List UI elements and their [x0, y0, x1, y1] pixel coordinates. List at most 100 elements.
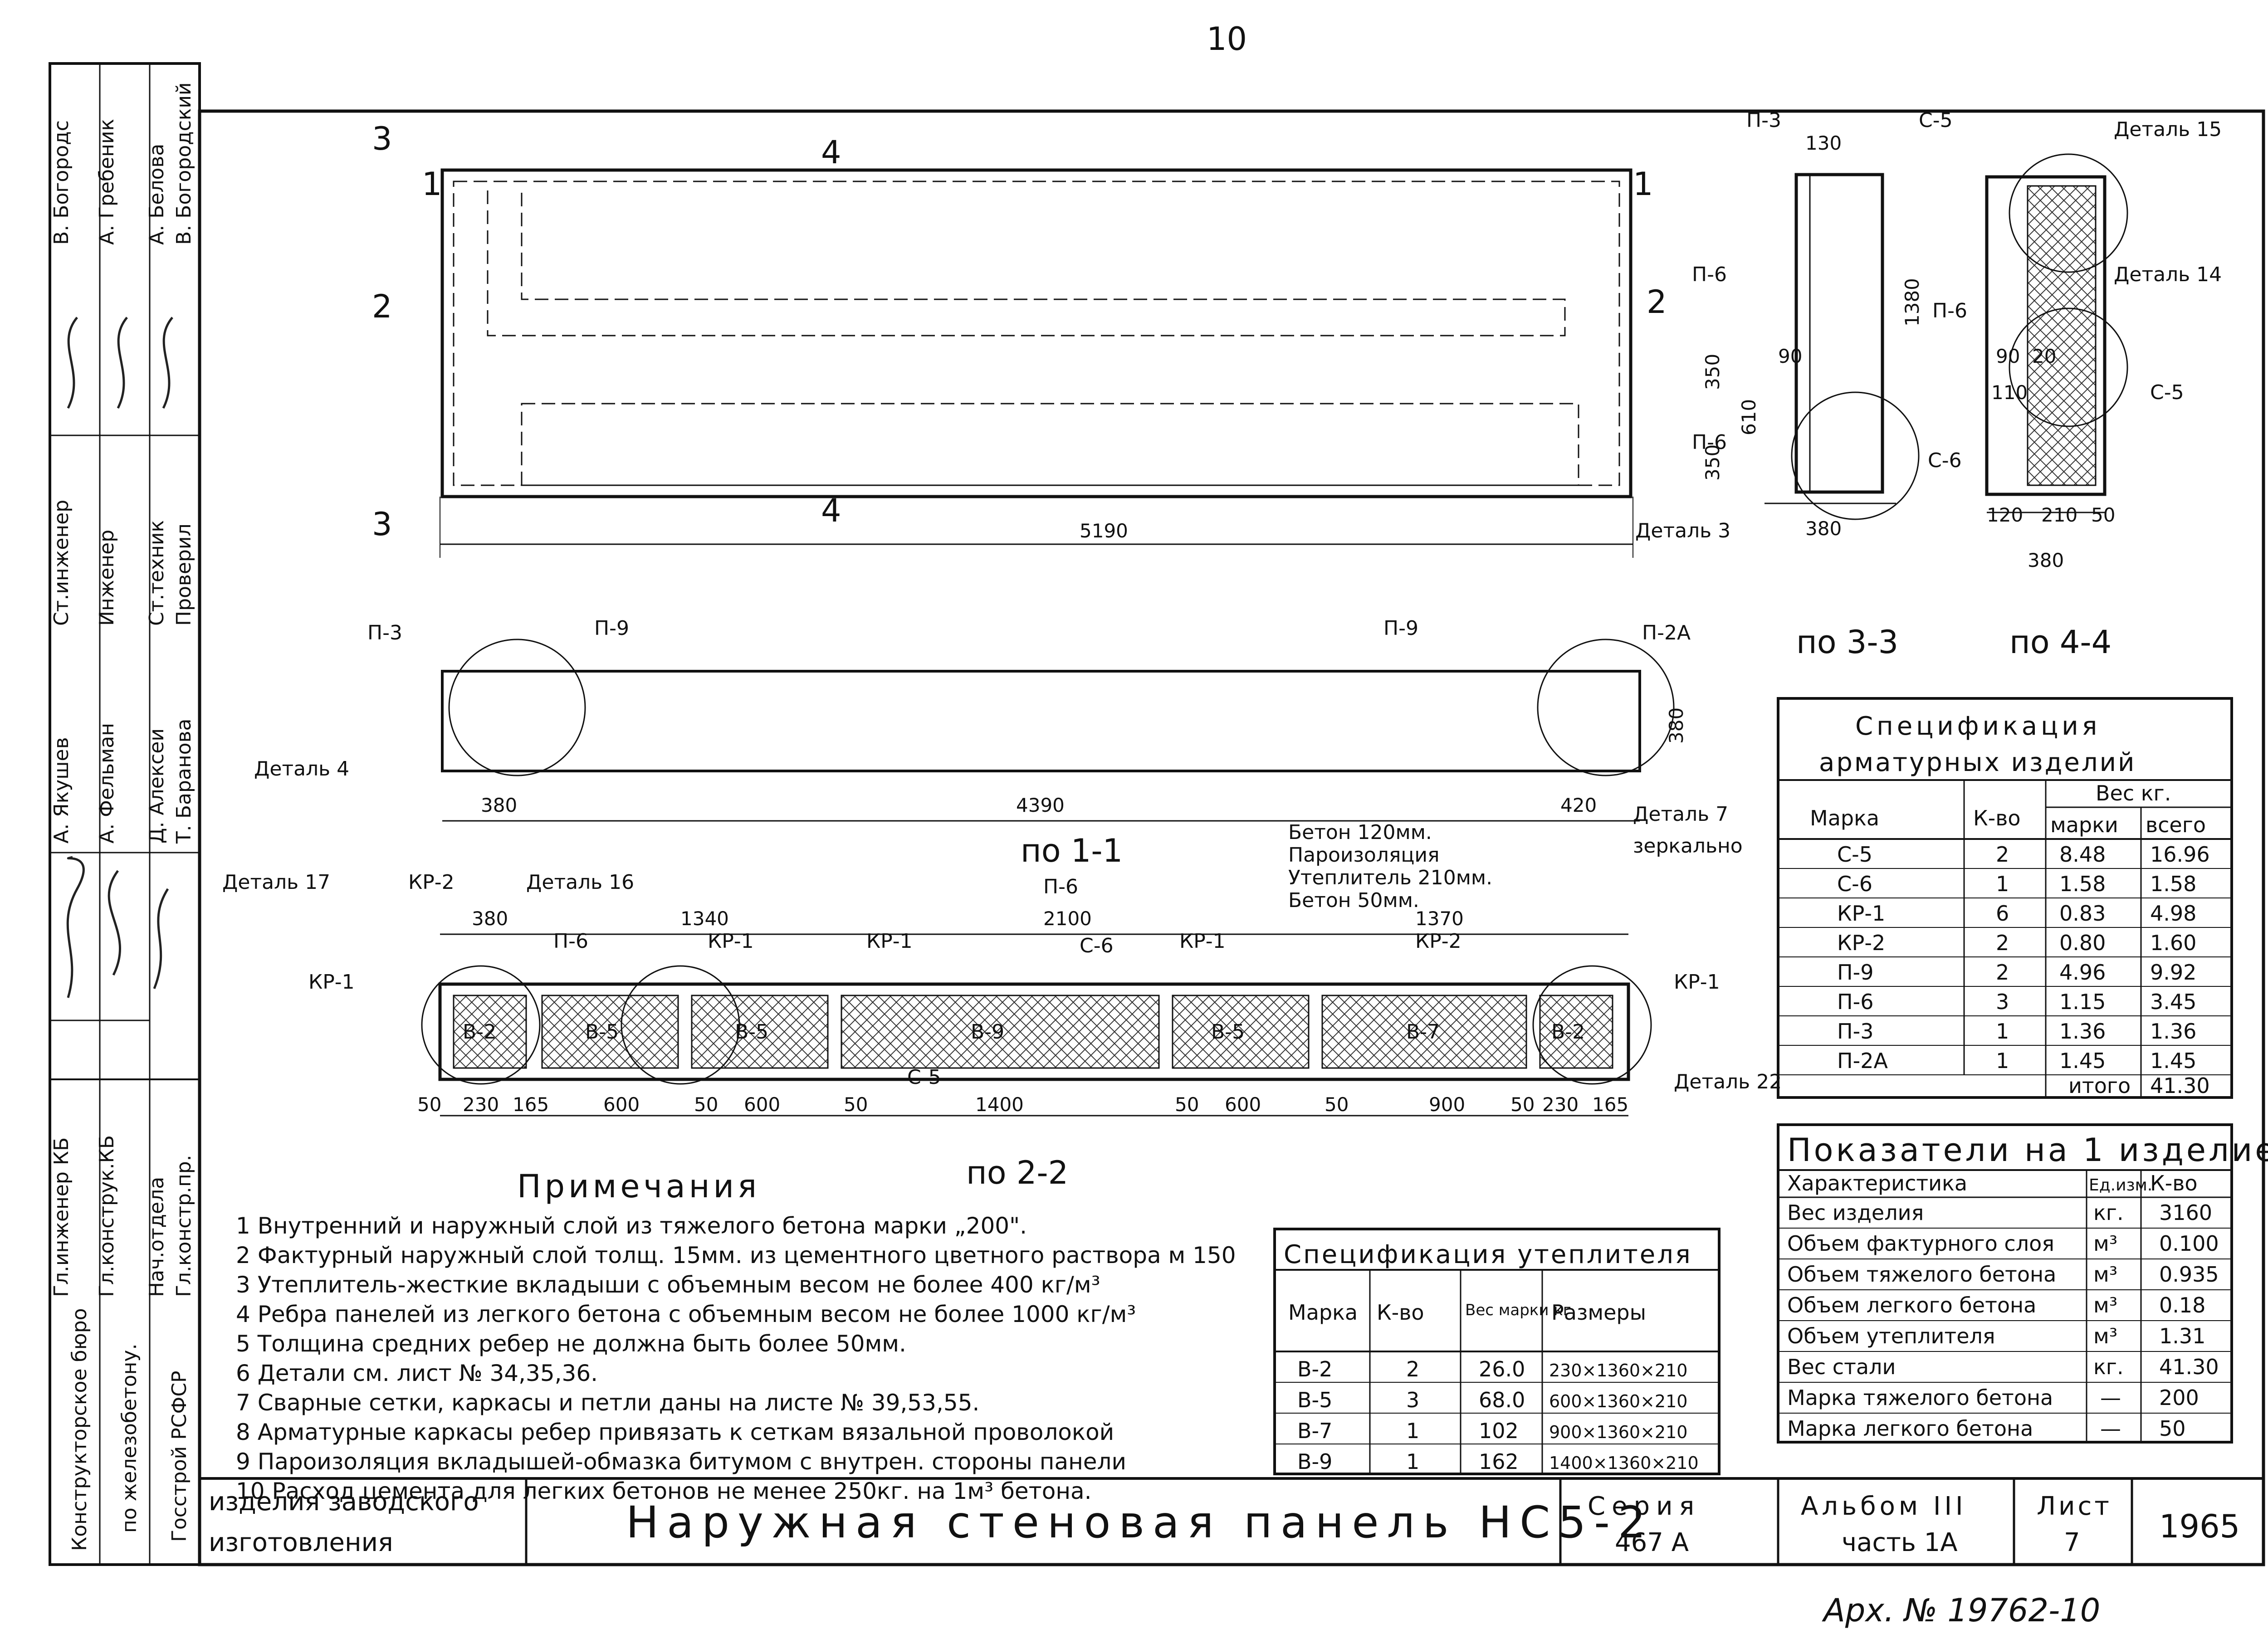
svg-text:8.48: 8.48	[2059, 842, 2106, 867]
spec-insulation-table	[1273, 1228, 1721, 1475]
svg-text:8 Арматурные каркасы ребер при: 8 Арматурные каркасы ребер привязать к с…	[236, 1419, 1114, 1445]
svg-text:4.96: 4.96	[2059, 960, 2106, 985]
svg-text:Инженер: Инженер	[95, 530, 118, 626]
title-block	[200, 1477, 2263, 1565]
section-3-3-labels: П-3 П-6 П-6 130 1380 350 350 610 90 380	[1692, 109, 1923, 540]
svg-text:1: 1	[1633, 166, 1653, 203]
svg-text:1370: 1370	[1415, 907, 1464, 930]
indicators-headers: Характеристика Ед.изм. К-во	[1787, 1171, 2198, 1195]
svg-text:2 Фактурный наружный слой толщ: 2 Фактурный наружный слой толщ. 15мм. из…	[236, 1242, 1236, 1268]
svg-text:Объем фактурного слоя: Объем фактурного слоя	[1787, 1231, 2054, 1256]
svg-text:3: 3	[372, 120, 392, 157]
svg-text:по железобетону.: по железобетону.	[118, 1344, 141, 1533]
stamp-row-lines	[50, 434, 200, 1021]
page-number: 10	[1207, 20, 1247, 58]
svg-text:Гл.конструк.КБ: Гл.конструк.КБ	[95, 1135, 118, 1297]
spec-insulation-headers: Марка К-во Вес марки кг. Размеры	[1288, 1300, 1646, 1325]
svg-text:0.80: 0.80	[2059, 931, 2106, 955]
svg-text:1.60: 1.60	[2150, 931, 2196, 955]
svg-text:кг.: кг.	[2093, 1200, 2124, 1225]
svg-text:3: 3	[1406, 1388, 1419, 1412]
svg-text:С-5: С-5	[2150, 381, 2184, 404]
svg-text:С-6: С-6	[1837, 872, 1872, 896]
svg-text:Бетон 50мм.: Бетон 50мм.	[1288, 889, 1419, 912]
svg-text:3160: 3160	[2159, 1200, 2212, 1225]
svg-text:1400×1360×210: 1400×1360×210	[1549, 1453, 1699, 1473]
svg-text:350: 350	[1701, 354, 1724, 390]
svg-text:Вес стали: Вес стали	[1787, 1355, 1896, 1379]
svg-text:Ед.изм.: Ед.изм.	[2089, 1176, 2152, 1195]
svg-text:380: 380	[1805, 517, 1842, 540]
svg-text:230: 230	[463, 1093, 499, 1116]
svg-text:0.100: 0.100	[2159, 1231, 2219, 1256]
elevation-view	[440, 168, 1633, 558]
svg-text:В-7: В-7	[1406, 1020, 1440, 1044]
svg-text:1: 1	[1406, 1419, 1419, 1443]
album-label: Альбом III	[1801, 1492, 1967, 1521]
svg-text:900×1360×210: 900×1360×210	[1549, 1422, 1687, 1442]
svg-text:1: 1	[1996, 1019, 2009, 1044]
svg-text:Деталь 17: Деталь 17	[222, 871, 330, 894]
svg-text:50: 50	[694, 1093, 718, 1116]
svg-text:Гл.констр.пр.: Гл.констр.пр.	[172, 1155, 196, 1297]
svg-text:1380: 1380	[1901, 278, 1923, 327]
svg-text:А. Якушев: А. Якушев	[50, 737, 73, 844]
svg-text:Нач.отдела: Нач.отдела	[145, 1177, 168, 1297]
svg-text:Д. Алексеи: Д. Алексеи	[145, 728, 168, 844]
svg-text:С-5: С-5	[1837, 842, 1872, 867]
svg-text:Деталь 4: Деталь 4	[254, 757, 349, 780]
svg-text:В-2: В-2	[1297, 1357, 1332, 1381]
title-block-desc-1: изделия заводского	[209, 1487, 479, 1517]
svg-text:Объем тяжелого бетона: Объем тяжелого бетона	[1787, 1262, 2056, 1287]
svg-text:КР-2: КР-2	[408, 871, 455, 894]
svg-text:Деталь 14: Деталь 14	[2114, 263, 2222, 286]
svg-text:П-6: П-6	[1043, 875, 1078, 898]
svg-text:7 Сварные сетки, каркасы и пет: 7 Сварные сетки, каркасы и петли даны на…	[236, 1390, 979, 1416]
svg-text:350: 350	[1701, 444, 1724, 481]
section-1-1-labels: П-3 П-9 П-9 П-2А Деталь 4 Деталь 7 зерка…	[254, 617, 1743, 858]
spec-reinforcement-table	[1777, 697, 2233, 1099]
svg-text:Госстрой РСФСР: Госстрой РСФСР	[168, 1371, 191, 1542]
spec-reinforcement-title: Спецификация	[1855, 712, 2101, 741]
svg-text:Размеры: Размеры	[1551, 1300, 1646, 1325]
svg-text:П-9: П-9	[1383, 617, 1418, 640]
svg-text:0.935: 0.935	[2159, 1262, 2219, 1287]
sheet-value: 7	[2064, 1528, 2080, 1557]
svg-text:А. Гребеник: А. Гребеник	[95, 119, 118, 245]
svg-text:П-6: П-6	[553, 930, 588, 953]
svg-text:2: 2	[1996, 931, 2009, 955]
section-2-2-top-dims: 380 1340 2100 1370	[472, 907, 1464, 930]
year: 1965	[2159, 1508, 2240, 1545]
svg-text:П-2А: П-2А	[1837, 1049, 1888, 1073]
series-value: 467 А	[1615, 1528, 1689, 1557]
svg-text:Деталь 22: Деталь 22	[1674, 1070, 1782, 1093]
svg-text:130: 130	[1805, 132, 1842, 154]
svg-text:Гл.инженер КБ: Гл.инженер КБ	[50, 1137, 73, 1297]
svg-text:С-5: С-5	[907, 1066, 941, 1089]
svg-text:Проверил: Проверил	[172, 523, 196, 626]
indicators-table	[1777, 1123, 2233, 1444]
svg-text:102: 102	[1479, 1419, 1519, 1443]
section-3-3-view	[1765, 173, 1920, 520]
svg-text:1 Внутренний и наружный слой и: 1 Внутренний и наружный слой из тяжелого…	[236, 1213, 1027, 1239]
svg-text:В-5: В-5	[1297, 1388, 1332, 1412]
svg-text:В. Богородс: В. Богородс	[50, 120, 73, 245]
svg-text:КР-1: КР-1	[1837, 901, 1885, 926]
svg-text:1400: 1400	[975, 1093, 1024, 1116]
svg-text:В-5: В-5	[1211, 1020, 1245, 1044]
svg-text:600×1360×210: 600×1360×210	[1549, 1391, 1687, 1411]
svg-text:50: 50	[1325, 1093, 1349, 1116]
notes-title: Примечания	[517, 1168, 760, 1205]
svg-text:Пароизоляция: Пароизоляция	[1288, 844, 1439, 867]
svg-text:П-6: П-6	[1837, 990, 1873, 1014]
svg-text:КР-1: КР-1	[1674, 971, 1720, 994]
svg-text:Деталь 7: Деталь 7	[1633, 803, 1728, 826]
svg-text:41.30: 41.30	[2159, 1355, 2219, 1379]
archive-number: Арх. № 19762-10	[1822, 1592, 2100, 1629]
svg-text:230: 230	[1542, 1093, 1579, 1116]
svg-text:4: 4	[821, 492, 841, 529]
svg-text:0.18: 0.18	[2159, 1293, 2205, 1317]
svg-text:110: 110	[1991, 381, 2028, 404]
